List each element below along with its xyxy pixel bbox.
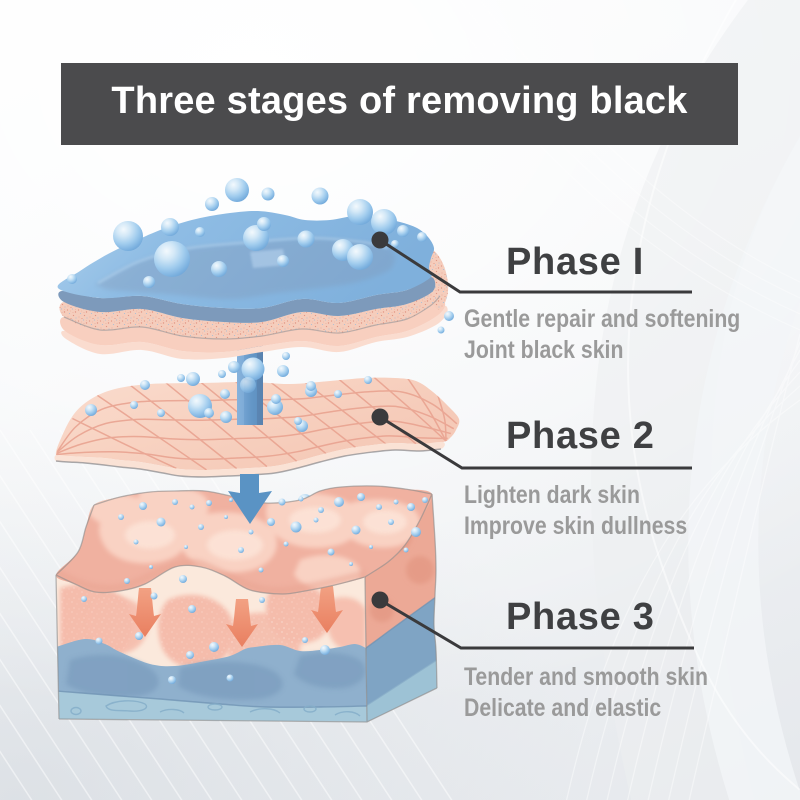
phase-3-connector bbox=[379, 598, 694, 650]
phase-2-dot bbox=[371, 408, 389, 426]
phase-3-line-1: Tender and smooth skin bbox=[464, 663, 709, 691]
phase-1-line-2: Joint black skin bbox=[464, 335, 624, 364]
phase-1-dot bbox=[371, 231, 389, 249]
phase-2-description: Lighten dark skin Improve skin dullness bbox=[464, 480, 687, 541]
phase-callouts bbox=[379, 238, 694, 650]
phase-3-label: Phase 3 bbox=[506, 596, 655, 638]
surface-bubbles bbox=[67, 178, 427, 288]
phase-3-description: Tender and smooth skin Delicate and elas… bbox=[464, 662, 708, 723]
phase-1-connector bbox=[379, 238, 692, 294]
phase-1-label: Phase I bbox=[506, 241, 644, 283]
phase-2-line-1: Lighten dark skin bbox=[464, 481, 640, 509]
phase-3-dot bbox=[371, 591, 389, 609]
phase-2-connector bbox=[379, 415, 692, 470]
penetration-arrow bbox=[228, 474, 272, 524]
phase-2-line-2: Improve skin dullness bbox=[464, 511, 688, 540]
droplets-frontface bbox=[81, 575, 330, 684]
page-title: Three stages of removing black bbox=[111, 80, 688, 122]
phase-1-line-1: Gentle repair and softening bbox=[464, 305, 741, 333]
dermis-block bbox=[55, 485, 438, 723]
phase-dots bbox=[371, 231, 389, 609]
phase-2-label: Phase 2 bbox=[506, 415, 655, 457]
title-banner: Three stages of removing black bbox=[61, 63, 738, 145]
absorption-arrows bbox=[129, 586, 343, 647]
phase-3-line-2: Delicate and elastic bbox=[464, 693, 662, 722]
phase-1-description: Gentle repair and softening Joint black … bbox=[464, 304, 740, 365]
droplets-topface bbox=[118, 493, 428, 573]
